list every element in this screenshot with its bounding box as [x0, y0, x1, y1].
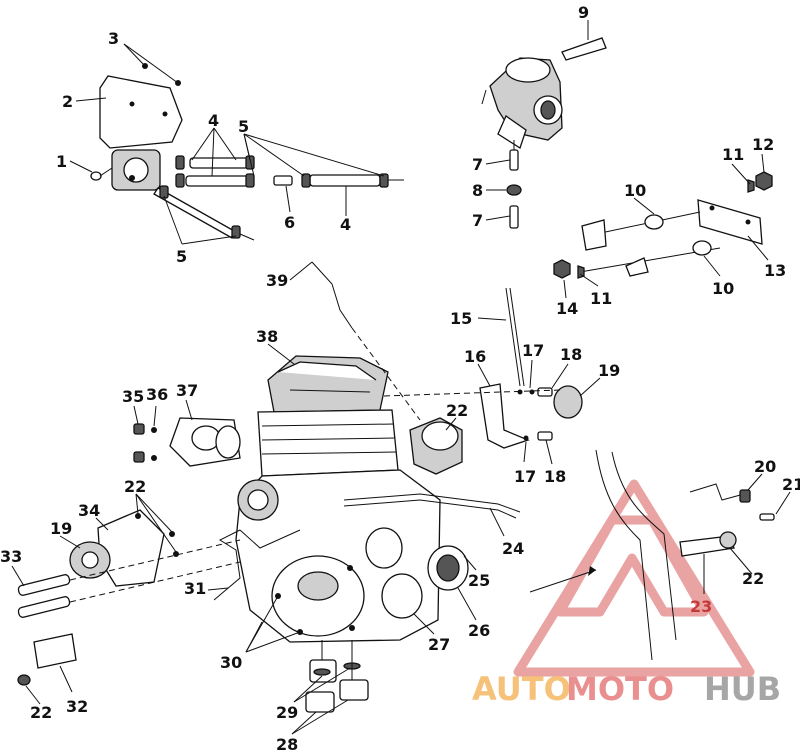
callout-4: 4 — [340, 215, 351, 234]
callout-16: 16 — [464, 347, 486, 366]
callout-38: 38 — [256, 327, 278, 346]
callout-7: 7 — [472, 155, 483, 174]
callout-labels: 3 2 1 4 5 6 4 5 9 7 8 7 12 11 10 13 10 1… — [0, 3, 800, 753]
callout-18: 18 — [544, 467, 566, 486]
rear-mount-assembly — [383, 287, 583, 449]
callout-22: 22 — [742, 569, 764, 588]
intake-adapter-assembly — [133, 417, 241, 467]
callout-19: 19 — [598, 361, 620, 380]
callout-14: 14 — [556, 299, 578, 318]
watermark-text: AUTO MOTO HUB — [472, 670, 781, 708]
callout-10: 10 — [624, 181, 646, 200]
callout-10: 10 — [712, 279, 734, 298]
carburetor-assembly — [481, 37, 607, 229]
callout-22: 22 — [30, 703, 52, 722]
callout-8: 8 — [472, 181, 483, 200]
callout-17: 17 — [514, 467, 536, 486]
callout-28: 28 — [276, 735, 298, 753]
callout-12: 12 — [752, 135, 774, 154]
callout-30: 30 — [220, 653, 242, 672]
left-mount-assembly — [17, 509, 241, 686]
callout-3: 3 — [108, 29, 119, 48]
callout-6: 6 — [284, 213, 295, 232]
callout-33: 33 — [0, 547, 22, 566]
callout-9: 9 — [578, 3, 589, 22]
engine-block — [213, 355, 521, 713]
callout-23: 23 — [690, 597, 712, 616]
callout-17: 17 — [522, 341, 544, 360]
callout-13: 13 — [764, 261, 786, 280]
callout-5: 5 — [176, 247, 187, 266]
watermark-moto: MOTO — [566, 670, 674, 708]
callout-19: 19 — [50, 519, 72, 538]
callout-22: 22 — [446, 401, 468, 420]
callout-36: 36 — [146, 385, 168, 404]
callout-35: 35 — [122, 387, 144, 406]
callout-11: 11 — [722, 145, 744, 164]
callout-4: 4 — [208, 111, 219, 130]
callout-32: 32 — [66, 697, 88, 716]
callout-24: 24 — [502, 539, 524, 558]
callout-20: 20 — [754, 457, 776, 476]
watermark-hub: HUB — [704, 670, 781, 708]
callout-15: 15 — [450, 309, 472, 328]
callout-39: 39 — [266, 271, 288, 290]
callout-31: 31 — [184, 579, 206, 598]
callout-2: 2 — [62, 92, 73, 111]
leader-lines — [11, 20, 791, 735]
callout-37: 37 — [176, 381, 198, 400]
callout-1: 1 — [56, 152, 67, 171]
callout-21: 21 — [782, 475, 800, 494]
fuel-pump-assembly — [90, 63, 404, 241]
callout-34: 34 — [78, 501, 100, 520]
callout-5: 5 — [238, 117, 249, 136]
callout-29: 29 — [276, 703, 298, 722]
callout-22: 22 — [124, 477, 146, 496]
callout-27: 27 — [428, 635, 450, 654]
callout-25: 25 — [468, 571, 490, 590]
watermark-auto: AUTO — [472, 670, 571, 708]
throttle-cable-assembly — [553, 171, 773, 279]
callout-18: 18 — [560, 345, 582, 364]
frame-section — [529, 449, 775, 661]
callout-11: 11 — [590, 289, 612, 308]
callout-7: 7 — [472, 211, 483, 230]
callout-26: 26 — [468, 621, 490, 640]
watermark-logo — [513, 479, 755, 677]
